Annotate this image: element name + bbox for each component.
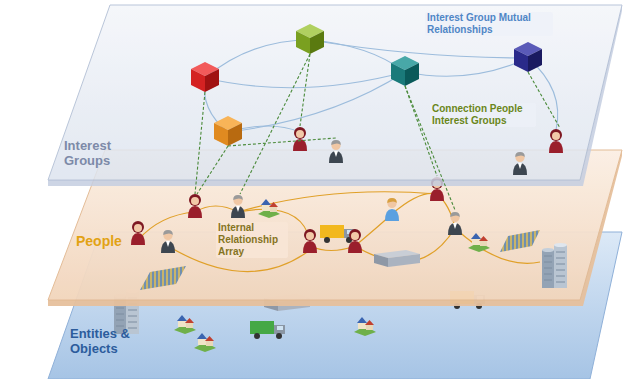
annotation-label: Connection People Interest Groups [430, 103, 536, 127]
label-slot: Connection People Interest Groups [430, 103, 536, 128]
annotation-label: Interest Group Mutual Relationships [425, 12, 553, 36]
label-slot: Interest Group Mutual Relationships [425, 12, 553, 37]
plane-label: People [76, 234, 146, 249]
label-slot: Internal Relationship Array [216, 222, 288, 259]
annotation-label: Internal Relationship Array [216, 222, 288, 258]
plane-label: Interest Groups [64, 138, 126, 168]
plane-edge [48, 5, 622, 186]
plane-surface [48, 5, 622, 180]
plane-label: Entities & Objects [70, 326, 150, 356]
